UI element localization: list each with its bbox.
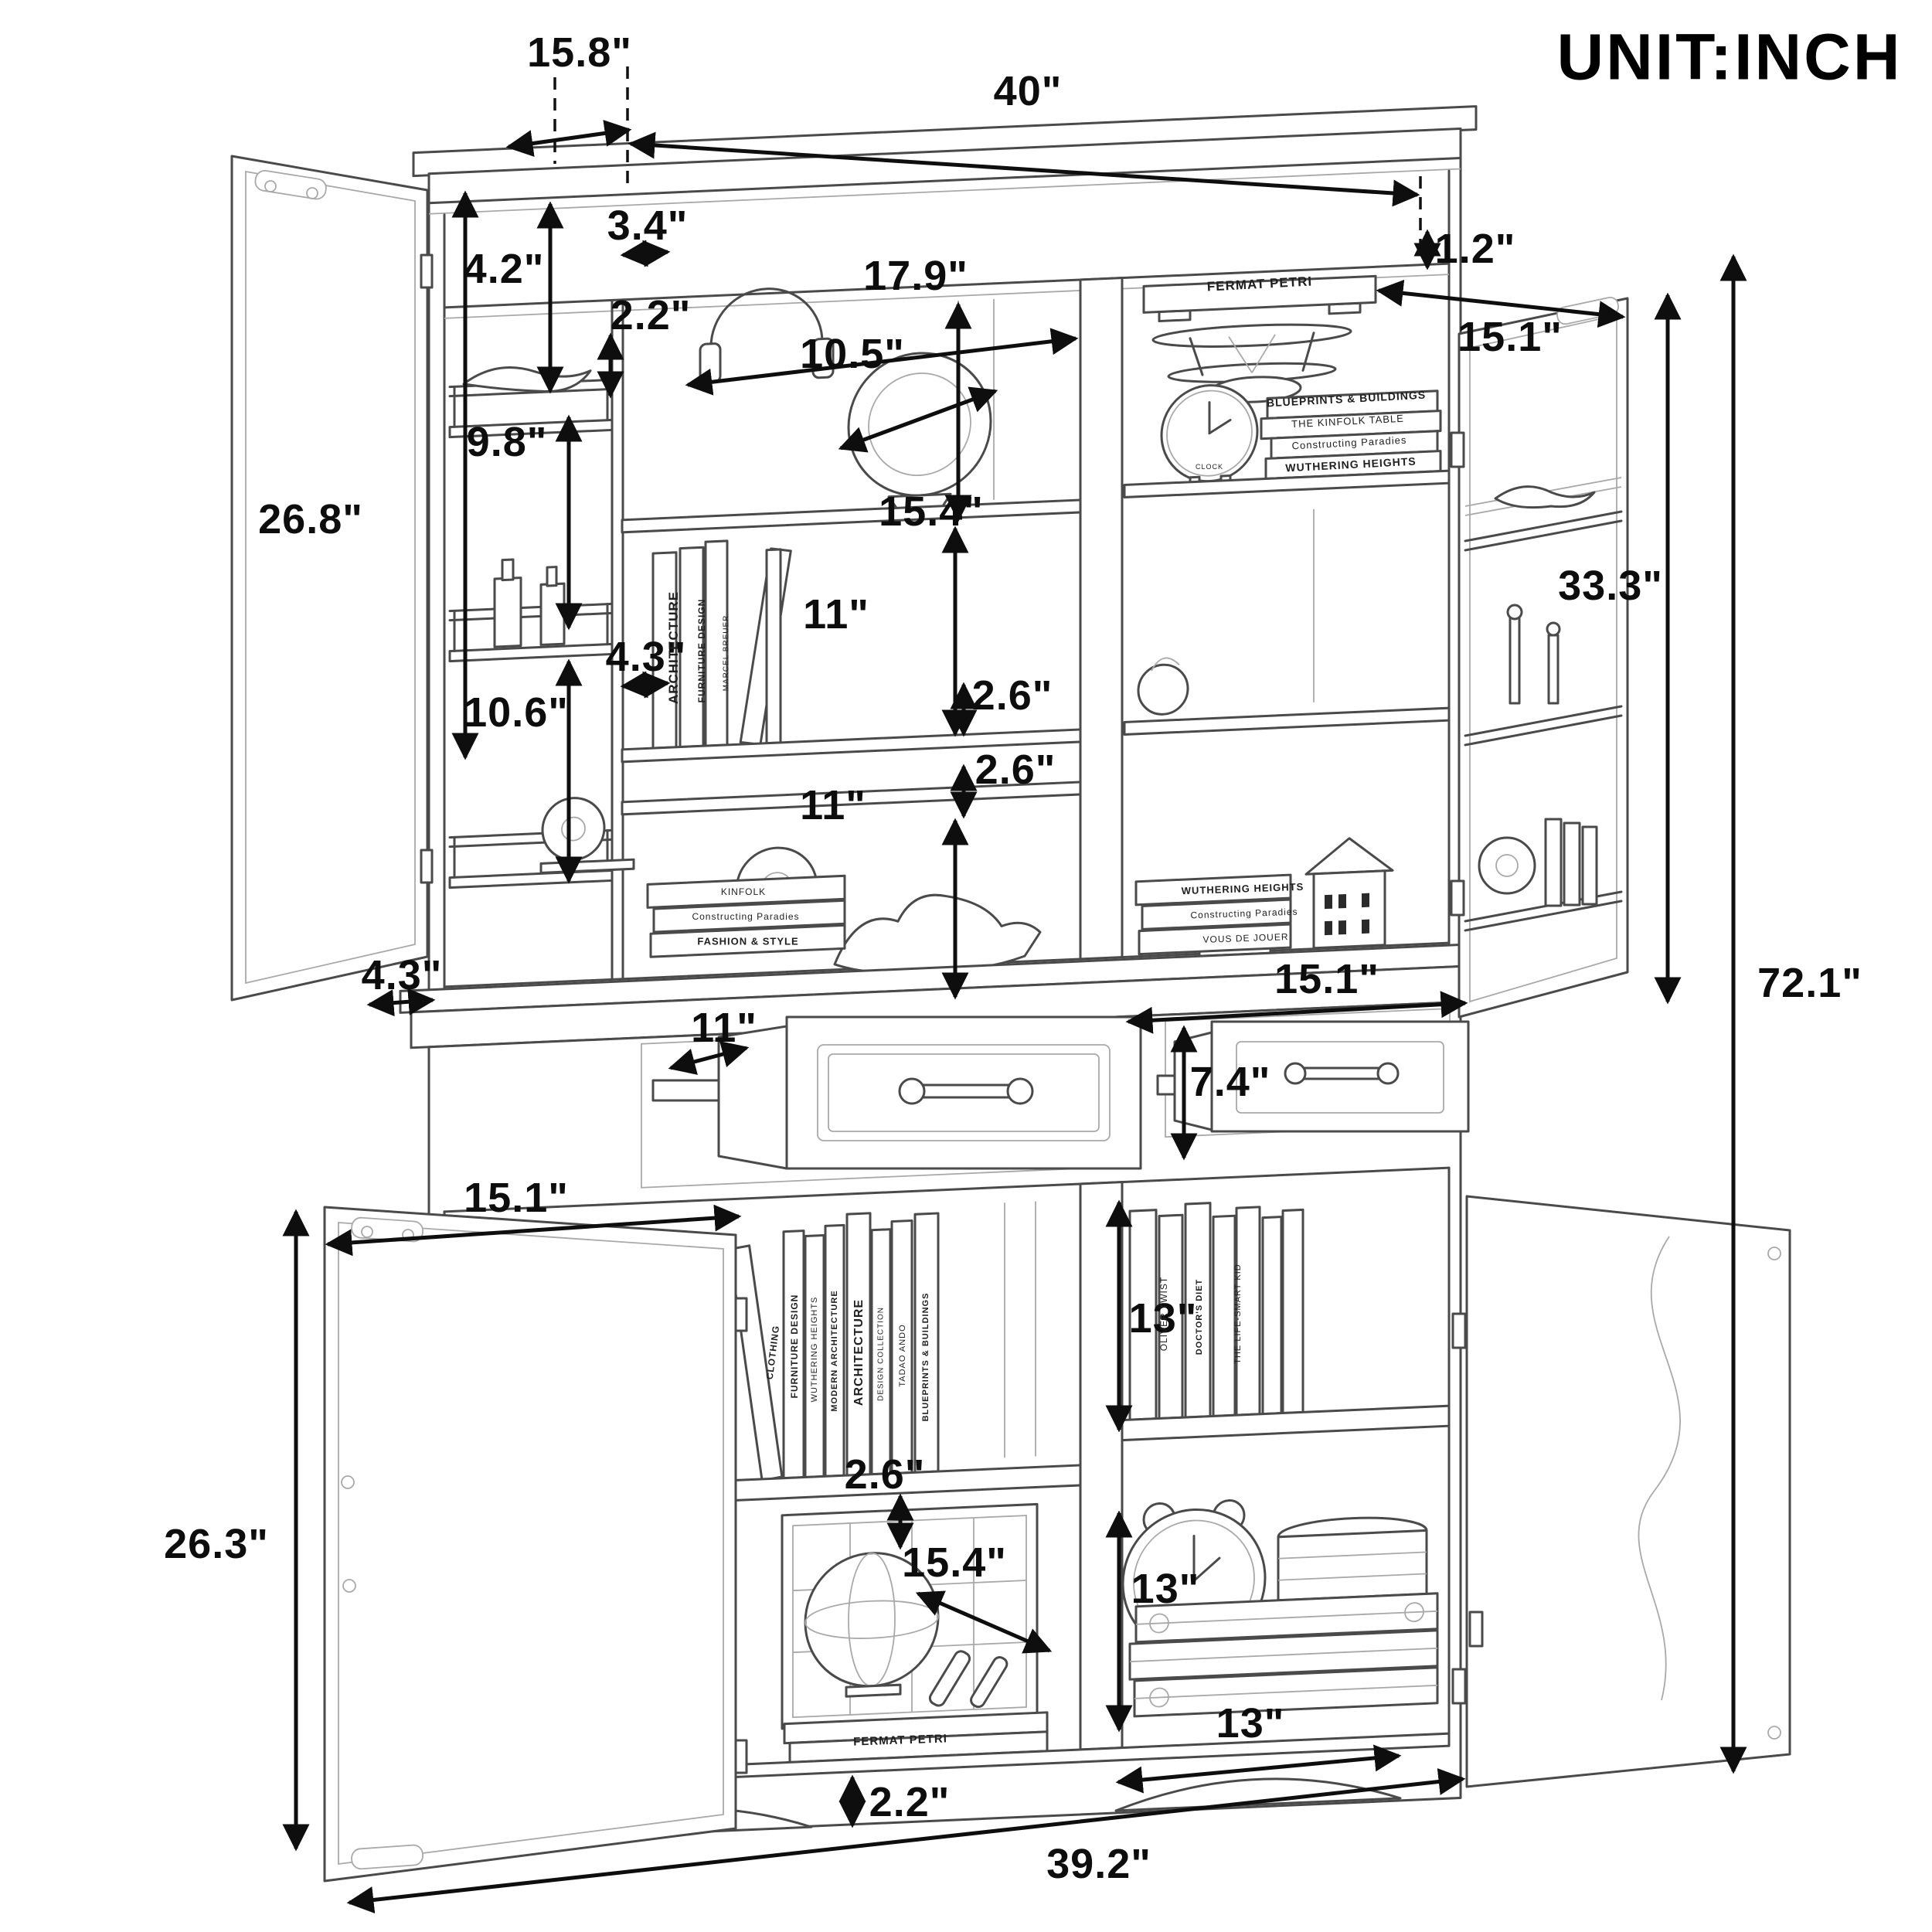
book-spine-label: THE LIFE-SMART KID bbox=[1233, 1264, 1243, 1364]
dimension-label: 2.2" bbox=[610, 292, 692, 338]
book-spine-label: FURNITURE DESIGN bbox=[696, 598, 707, 703]
book-spine-label: KINFOLK bbox=[720, 886, 767, 897]
book-spine-label: CLOCK bbox=[1195, 463, 1224, 471]
book-spine-label: BLUEPRINTS & BUILDINGS bbox=[921, 1292, 930, 1422]
dimension-label: 1.2" bbox=[1434, 226, 1516, 272]
dimension-arrows bbox=[282, 66, 1747, 1913]
dimension-label: 15.1" bbox=[1458, 314, 1563, 360]
dimension-label: 15.8" bbox=[527, 29, 632, 76]
book-spine-label: DESIGN COLLECTION bbox=[876, 1306, 886, 1402]
dimension-label: 26.8" bbox=[258, 496, 363, 543]
book-spine-label: MODERN ARCHITECTURE bbox=[830, 1290, 839, 1412]
dimension-label: 9.8" bbox=[466, 419, 548, 465]
dimension-label: 7.4" bbox=[1189, 1059, 1271, 1105]
upper-right-door bbox=[1450, 296, 1629, 1019]
dimension-label: 26.3" bbox=[164, 1521, 269, 1567]
dimension-label: 11" bbox=[803, 591, 869, 638]
book-spine-label: ARCHITECTURE bbox=[852, 1298, 866, 1406]
lower-right-door bbox=[1451, 1195, 1791, 1788]
book-spine-label: MARCEL BREUER bbox=[722, 614, 731, 692]
dimension-label: 13" bbox=[1131, 1566, 1200, 1612]
dimension-label: 15.4" bbox=[879, 488, 984, 535]
dimension-label: 15.4" bbox=[902, 1539, 1007, 1586]
dimension-label: 2.6" bbox=[971, 672, 1053, 719]
unit-label: UNIT:INCH bbox=[1556, 20, 1903, 94]
dimension-label: 4.2" bbox=[463, 246, 545, 292]
lower-left-door bbox=[323, 1206, 748, 1883]
book-spine-label: Constructing Paradies bbox=[692, 911, 800, 922]
dimension-label: 10.5" bbox=[800, 331, 905, 377]
book-spine-label: TADAO ANDO bbox=[898, 1324, 907, 1387]
dimension-label: 13" bbox=[1216, 1700, 1285, 1747]
dimension-label: 2.6" bbox=[844, 1451, 926, 1498]
book-spine-label: ARCHITECTURE bbox=[666, 590, 681, 705]
dimension-label: 72.1" bbox=[1757, 960, 1862, 1006]
dimension-label: 4.3" bbox=[361, 952, 443, 998]
dimension-label: 11" bbox=[691, 1005, 757, 1051]
book-spine-label: WUTHERING HEIGHTS bbox=[810, 1296, 819, 1403]
dimension-label: 4.3" bbox=[605, 634, 687, 680]
dimension-label: 39.2" bbox=[1046, 1841, 1151, 1887]
dimension-label: 10.6" bbox=[464, 689, 569, 736]
book-spine-label: DOCTOR'S DIET bbox=[1195, 1278, 1204, 1355]
dimension-label: 11" bbox=[800, 782, 866, 828]
upper-left-door bbox=[230, 155, 434, 1002]
book-spine-label: OLIVER TWIST bbox=[1158, 1276, 1169, 1352]
dimension-label: 15.1" bbox=[1274, 956, 1379, 1002]
dimension-label: 3.4" bbox=[607, 202, 689, 249]
book-spine-label: FURNITURE DESIGN bbox=[789, 1294, 800, 1399]
dimension-label: 17.9" bbox=[863, 253, 968, 299]
dimension-label: 2.2" bbox=[869, 1779, 951, 1825]
dimension-label: 33.3" bbox=[1558, 563, 1663, 609]
dimension-label: 15.1" bbox=[464, 1175, 569, 1221]
dimension-label: 2.6" bbox=[975, 747, 1056, 793]
book-spine-label: FASHION & STYLE bbox=[697, 935, 799, 947]
dimension-label: 40" bbox=[993, 68, 1063, 114]
dimension-label: 13" bbox=[1128, 1295, 1198, 1342]
